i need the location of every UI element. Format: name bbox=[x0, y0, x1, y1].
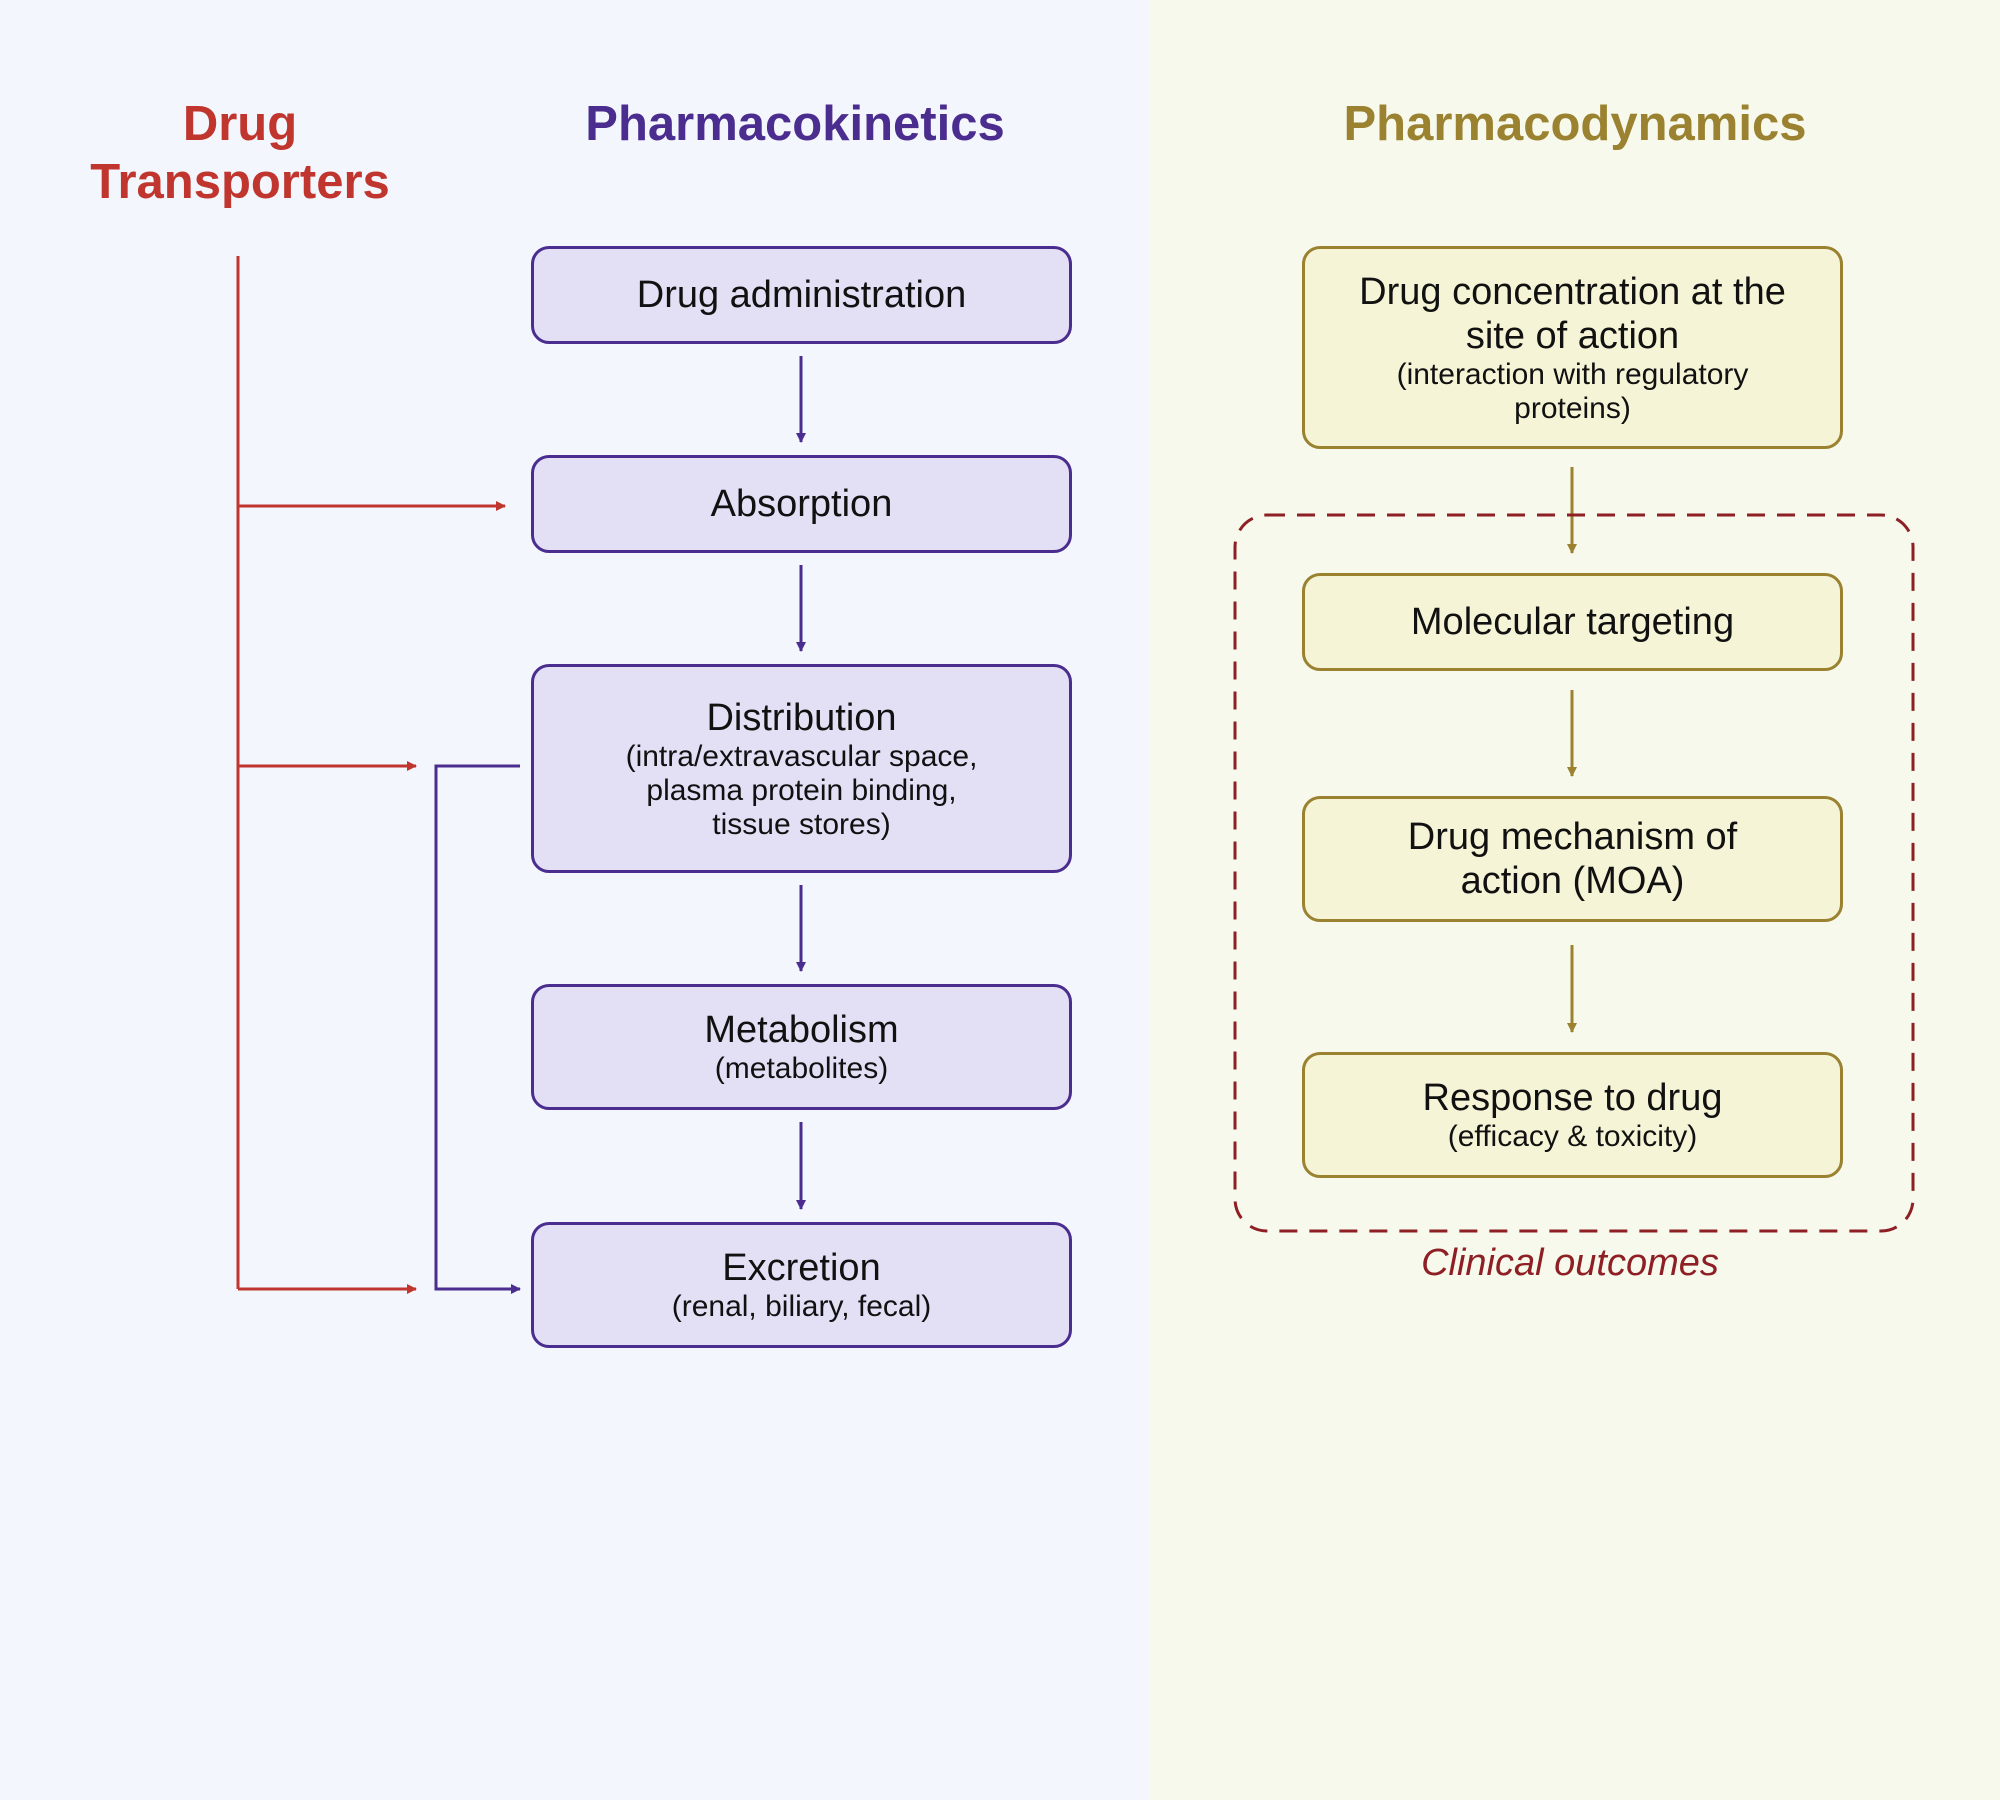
pk-step-absorption: Absorption bbox=[531, 455, 1072, 553]
pd-step-detail: (efficacy & toxicity) bbox=[1447, 1120, 1698, 1153]
pharmacokinetics-connectors bbox=[434, 356, 806, 1294]
pk-step-excretion: Excretion (renal, biliary, fecal) bbox=[531, 1222, 1072, 1348]
pk-step-detail: (renal, biliary, fecal) bbox=[671, 1290, 932, 1323]
drug-transporters-heading-line-2: Transporters bbox=[90, 155, 390, 209]
pk-step-detail-line-2: plasma protein binding, bbox=[646, 773, 957, 807]
pd-step-label: Molecular targeting bbox=[1410, 601, 1735, 643]
pd-step-label-line-1: Drug concentration at the bbox=[1359, 270, 1786, 313]
pk-step-label: Drug administration bbox=[636, 274, 967, 316]
pd-step-label-line-1: Drug mechanism of bbox=[1407, 816, 1738, 858]
pd-step-drug-concentration: Drug concentration at the site of action… bbox=[1302, 246, 1843, 449]
drug-transporters-heading: Drug Transporters bbox=[60, 95, 420, 211]
drug-transporters-heading-line-1: Drug bbox=[182, 97, 298, 151]
pharmacodynamics-heading: Pharmacodynamics bbox=[1343, 97, 1807, 151]
pharmacokinetics-heading: Pharmacokinetics bbox=[585, 97, 1005, 151]
pd-step-detail-line-1: (interaction with regulatory bbox=[1396, 357, 1749, 391]
pk-step-drug-administration: Drug administration bbox=[531, 246, 1072, 344]
pk-step-label: Excretion bbox=[722, 1247, 881, 1289]
pk-step-label: Metabolism bbox=[704, 1009, 899, 1051]
pk-step-label: Distribution bbox=[706, 696, 897, 739]
pd-step-label-line-2: action (MOA) bbox=[1460, 860, 1685, 902]
pd-step-drug-moa: Drug mechanism of action (MOA) bbox=[1302, 796, 1843, 922]
transporter-connectors bbox=[236, 256, 506, 1294]
pd-step-molecular-targeting: Molecular targeting bbox=[1302, 573, 1843, 671]
pk-step-distribution: Distribution (intra/extravascular space,… bbox=[531, 664, 1072, 873]
pk-step-detail: (metabolites) bbox=[714, 1052, 889, 1085]
clinical-outcomes-group bbox=[1233, 513, 1915, 1233]
pd-step-detail-line-2: proteins) bbox=[1514, 391, 1631, 425]
pk-step-detail-line-3: tissue stores) bbox=[712, 807, 891, 841]
distribution-to-excretion-bypass-arrow bbox=[434, 764, 521, 1294]
pk-step-label: Absorption bbox=[710, 483, 893, 525]
pk-step-detail-line-1: (intra/extravascular space, bbox=[625, 739, 978, 773]
pd-step-response-to-drug: Response to drug (efficacy & toxicity) bbox=[1302, 1052, 1843, 1178]
pd-step-label-line-2: site of action bbox=[1465, 314, 1680, 357]
clinical-outcomes-label: Clinical outcomes bbox=[1421, 1242, 1719, 1284]
pd-step-label: Response to drug bbox=[1422, 1077, 1723, 1119]
pk-step-metabolism: Metabolism (metabolites) bbox=[531, 984, 1072, 1110]
